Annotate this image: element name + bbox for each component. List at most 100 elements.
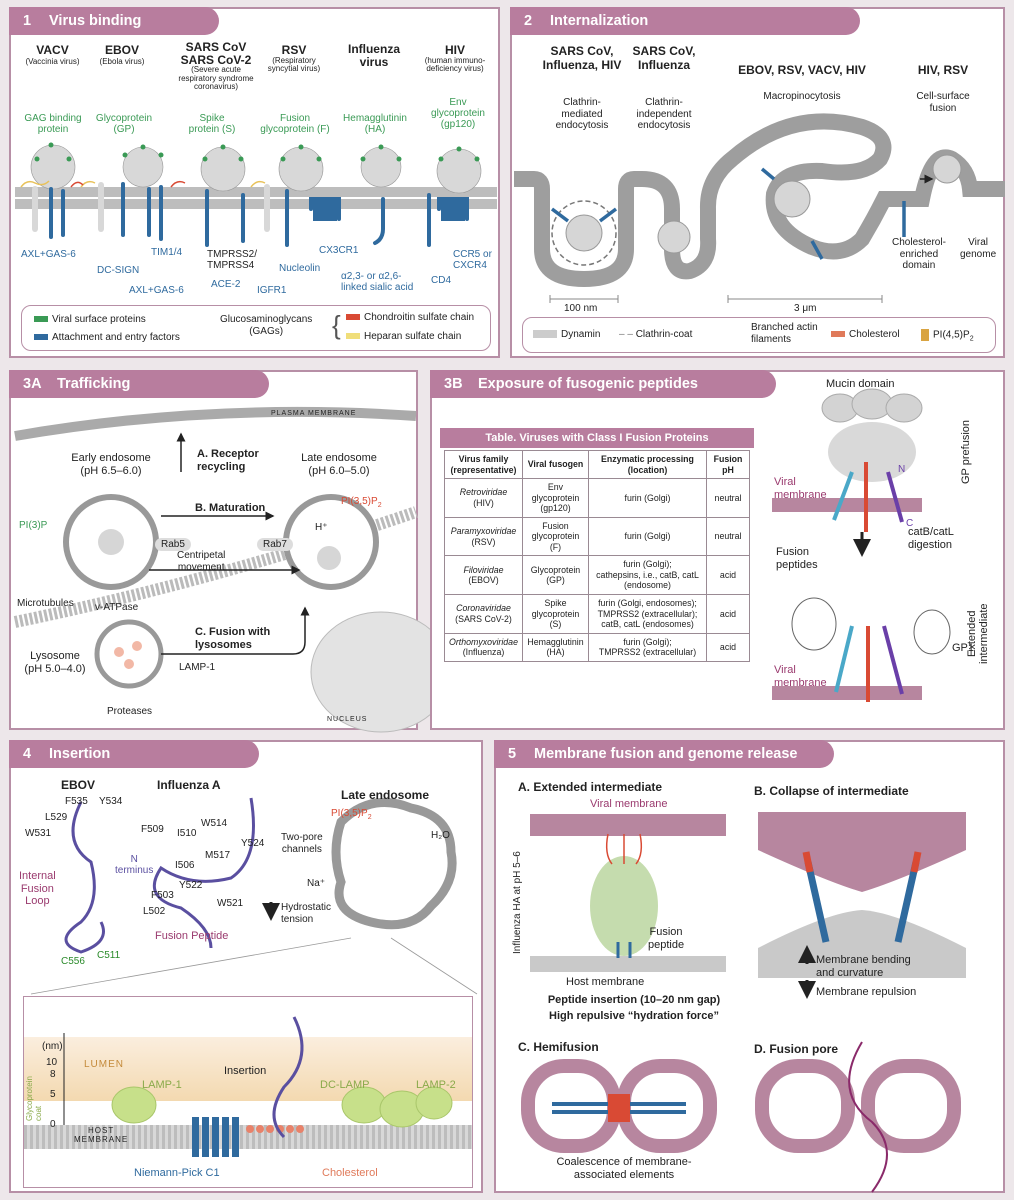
- flu-structure-title: Influenza A: [157, 778, 221, 792]
- sodium-label: Na⁺: [307, 878, 326, 889]
- npc1-label: Niemann-Pick C1: [134, 1167, 220, 1179]
- late-endosome-label: Late endosome (pH 6.0–5.0): [301, 452, 377, 478]
- glycoprotein-coat-label: Glycoprotein coat: [25, 1076, 43, 1121]
- panel-2-internalization-illustration: [514, 113, 1005, 303]
- fusion-peptide-label-5: Fusion peptide: [648, 926, 685, 951]
- cat-digestion-label: catB/catL digestion: [908, 526, 954, 551]
- panel-4-number: 4: [23, 746, 32, 762]
- membrane-bending-label: Membrane bending and curvature: [816, 954, 911, 979]
- table-header-row: Virus family (representative) Viral fuso…: [444, 449, 750, 480]
- fusion-table-title: Table. Viruses with Class I Fusion Prote…: [440, 428, 754, 448]
- internalization-col-2-sub: Clathrin- independent endocytosis: [636, 97, 692, 131]
- table-cell: Paramyxoviridae(RSV): [444, 516, 523, 557]
- table-cell: Fusion glycoprotein (F): [522, 516, 589, 557]
- fusion-peptides-label: Fusion peptides: [776, 546, 818, 571]
- factor-dc-sign: DC-SIGN: [97, 265, 140, 276]
- internalization-col-1-head: SARS CoV, Influenza, HIV: [542, 44, 622, 72]
- residue-w514: W514: [201, 818, 228, 829]
- legend-actin: Branched actin filaments: [751, 322, 818, 345]
- residue-w521: W521: [217, 898, 244, 909]
- proton-label: H⁺: [315, 522, 328, 533]
- c-terminus-label-3b: C: [906, 518, 914, 529]
- nm-tick-10: 10: [46, 1057, 58, 1068]
- table-cell: Filoviridae(EBOV): [444, 555, 523, 596]
- residue-y534: Y534: [99, 796, 123, 807]
- protein-ha: Hemagglutinin (HA): [343, 113, 407, 135]
- lamp1-label-4: LAMP-1: [142, 1079, 182, 1091]
- panel-4-header: 4 Insertion: [9, 740, 259, 768]
- internalization-col-4-sub: Cell-surface fusion: [916, 91, 970, 114]
- panel-1-title: Virus binding: [49, 13, 142, 29]
- n-terminus-label-3b: N: [898, 464, 906, 475]
- panel-3a-header: 3A Trafficking: [9, 370, 269, 398]
- panel-3a-number: 3A: [23, 376, 42, 392]
- factor-axl-2: AXL+GAS-6: [129, 285, 184, 296]
- nm-tick-8: 8: [50, 1069, 56, 1080]
- panel-3a-title: Trafficking: [57, 376, 131, 392]
- residue-f535: F535: [65, 796, 88, 807]
- virus-ebov: EBOV(Ebola virus): [99, 43, 145, 66]
- host-membrane-label: HOST MEMBRANE: [74, 1126, 129, 1144]
- factor-cx3cr1: CX3CR1: [319, 245, 359, 256]
- fusion-peptide-label: Fusion Peptide: [155, 930, 229, 942]
- lumen-label: LUMEN: [84, 1059, 125, 1070]
- table-cell: Env glycoprotein (gp120): [522, 478, 589, 518]
- legend-attachment-factors: Attachment and entry factors: [34, 332, 180, 343]
- table-cell: acid: [706, 632, 750, 662]
- mucin-domain-label: Mucin domain: [826, 378, 895, 390]
- table-row: Coronaviridae(SARS CoV-2) Spike glycopro…: [444, 594, 750, 634]
- microtubules-label: Microtubules: [17, 598, 74, 609]
- late-endosome-title-4: Late endosome: [341, 788, 430, 802]
- residue-i506: I506: [175, 860, 195, 871]
- table-row: Paramyxoviridae(RSV) Fusion glycoprotein…: [444, 516, 750, 557]
- panel-1-legend: Viral surface proteins Attachment and en…: [21, 305, 491, 351]
- panel-2-number: 2: [524, 13, 533, 29]
- viral-membrane-label-bottom: Viral membrane: [774, 664, 827, 689]
- protein-ebov: Glycoprotein (GP): [95, 113, 153, 135]
- factor-nucleolin: Nucleolin: [279, 263, 321, 274]
- table-cell: Coronaviridae(SARS CoV-2): [444, 594, 523, 634]
- peptide-insertion-label: Peptide insertion (10–20 nm gap): [547, 994, 721, 1006]
- scale-bar-100nm: 100 nm: [564, 303, 598, 314]
- protein-hiv: Env glycoprotein (gp120): [431, 97, 485, 130]
- panel-4-title: Insertion: [49, 746, 111, 762]
- lamp1-label-3a: LAMP-1: [179, 662, 216, 673]
- legend-chondroitin: Chondroitin sulfate chain: [346, 312, 474, 323]
- scale-bar-3um: 3 μm: [794, 303, 817, 314]
- virus-sars: SARS CoV SARS CoV-2(Severe acute respira…: [178, 40, 254, 91]
- stage-d-title: D. Fusion pore: [754, 1042, 838, 1056]
- viral-membrane-label-top: Viral membrane: [774, 476, 827, 501]
- dc-lamp-label: DC-LAMP: [320, 1079, 370, 1091]
- factor-tim: TIM1/4: [151, 247, 183, 258]
- coalescence-label: Coalescence of membrane- associated elem…: [556, 1156, 692, 1182]
- residue-l502: L502: [143, 906, 166, 917]
- table-cell: Glycoprotein (GP): [522, 555, 589, 596]
- maturation-label: B. Maturation: [195, 502, 266, 514]
- factor-ccr5: CCR5 or CXCR4: [453, 249, 492, 271]
- factor-axl-1: AXL+GAS-6: [21, 249, 76, 260]
- receptor-recycling-label: A. Receptor recycling: [197, 448, 259, 473]
- legend-gags: Glucosaminoglycans (GAGs): [220, 314, 313, 337]
- residue-c556: C556: [61, 956, 85, 967]
- protein-vacv: GAG binding protein: [24, 113, 82, 135]
- residue-m517: M517: [205, 850, 231, 861]
- panel-3b-title: Exposure of fusogenic peptides: [478, 376, 698, 392]
- nm-tick-5: 5: [50, 1089, 56, 1100]
- pi35p2-label-4: PI(3,5)P2: [331, 808, 372, 821]
- host-membrane-label-5: Host membrane: [566, 976, 645, 988]
- internalization-col-3-head: EBOV, RSV, VACV, HIV: [738, 63, 866, 77]
- internalization-col-1-sub: Clathrin- mediated endocytosis: [555, 97, 609, 131]
- panel-5-fusion-illustration: [521, 812, 966, 1193]
- fusion-protein-table: Virus family (representative) Viral fuso…: [444, 449, 750, 662]
- table-cell: Spike glycoprotein (S): [522, 594, 589, 634]
- n-terminus-label: N terminus: [115, 854, 154, 876]
- table-header-cell: Fusion pH: [706, 449, 750, 480]
- table-row: Orthomyxoviridae(Influenza) Hemagglutini…: [444, 632, 750, 662]
